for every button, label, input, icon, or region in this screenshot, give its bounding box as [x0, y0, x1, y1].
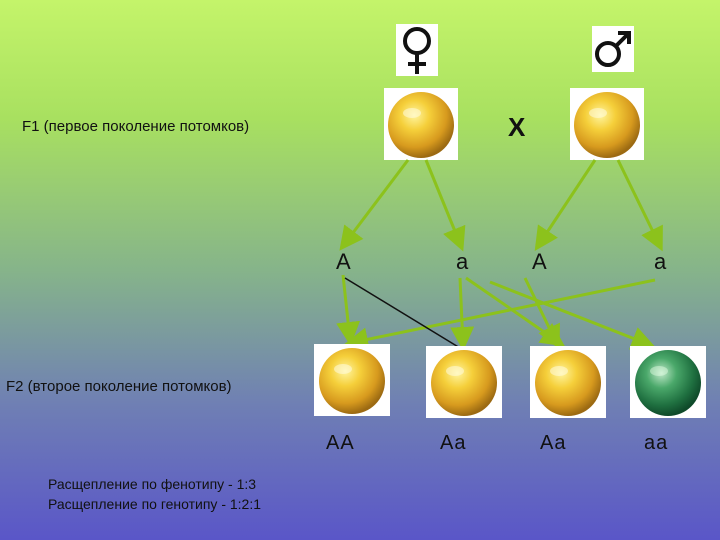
offspring-pea	[314, 344, 390, 416]
female-symbol-icon	[403, 27, 431, 74]
genotype-label: AA	[326, 432, 355, 454]
black-cross-line	[344, 277, 461, 349]
gamete-label: A	[336, 249, 351, 274]
parent-pea-male	[570, 88, 644, 160]
female-symbol-box	[396, 24, 438, 76]
gamete-label: a	[456, 249, 469, 274]
genotype-label: Aa	[440, 432, 467, 454]
male-symbol-box	[592, 26, 634, 72]
male-symbol-icon	[595, 31, 631, 67]
gamete-to-offspring-arrows	[336, 274, 656, 352]
offspring-pea	[530, 346, 606, 418]
parent-to-gamete-arrows	[339, 159, 663, 252]
genotype-label: aa	[644, 432, 669, 454]
gamete-label: A	[532, 249, 547, 274]
phenotype-ratio: Расщепление по фенотипу - 1:3	[48, 476, 257, 492]
offspring-pea-green	[630, 346, 706, 418]
f1-label: F1 (первое поколение потомков)	[22, 118, 250, 135]
gamete-label: a	[654, 249, 667, 274]
cross-symbol: X	[508, 112, 526, 142]
offspring-pea	[426, 346, 502, 418]
parent-pea-female	[384, 88, 458, 160]
genotype-ratio: Расщепление по генотипу - 1:2:1	[48, 496, 262, 512]
genotype-label: Aa	[540, 432, 567, 454]
f2-label: F2 (второе поколение потомков)	[6, 378, 232, 395]
